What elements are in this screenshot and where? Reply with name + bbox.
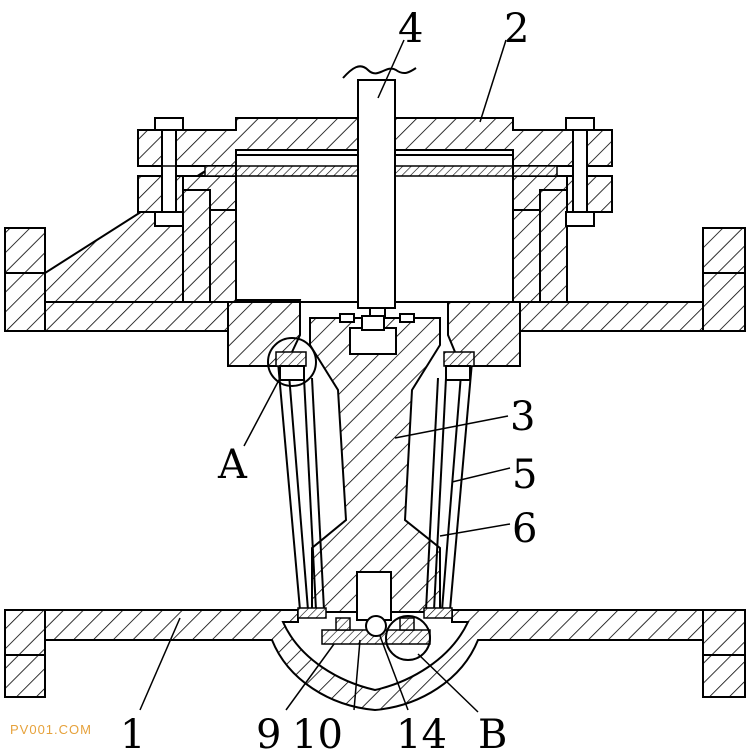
- screen-cage: [275, 351, 475, 619]
- label-1: 1: [120, 712, 145, 755]
- bottom-plate: [321, 615, 431, 645]
- label-6: 6: [512, 506, 537, 552]
- label-a: A: [217, 442, 248, 488]
- bolt-right: [565, 117, 595, 227]
- label-2: 2: [504, 6, 529, 52]
- watermark: PV001.COM: [10, 722, 92, 737]
- label-b: B: [478, 712, 507, 755]
- label-10: 10: [292, 712, 343, 755]
- detail-circle-a: [267, 337, 317, 387]
- label-14: 14: [396, 712, 447, 755]
- label-9: 9: [256, 712, 281, 755]
- valve-body: [4, 167, 746, 712]
- valve-stem: [342, 65, 417, 323]
- label-3: 3: [510, 394, 535, 440]
- detail-circle-b: [385, 615, 431, 661]
- label-5: 5: [512, 452, 537, 498]
- label-4: 4: [398, 6, 423, 52]
- leader-lines: [139, 39, 511, 713]
- valve-plug: [309, 313, 441, 621]
- bolt-left: [145, 117, 200, 227]
